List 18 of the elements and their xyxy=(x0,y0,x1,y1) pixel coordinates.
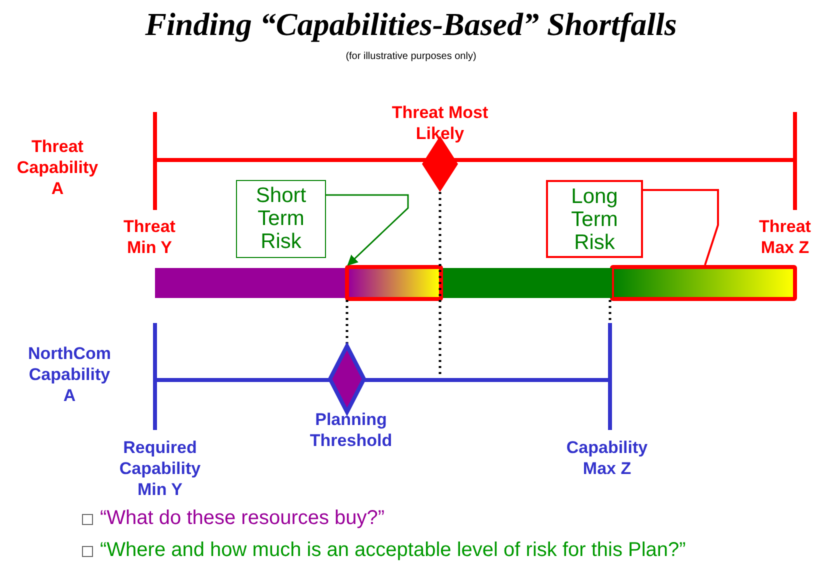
axis-label: Capability Max Z xyxy=(565,437,649,479)
bullet-text: “What do these resources buy?” xyxy=(100,508,385,529)
axis-label: Threat Max Z xyxy=(758,216,812,258)
axis-label: Planning Threshold xyxy=(308,409,394,451)
title: Finding “Capabilities-Based” Shortfalls xyxy=(144,6,678,43)
bullet-text: “Where and how much is an acceptable level of risk for this Plan?” xyxy=(100,540,686,561)
axis-label: Threat Most Likely xyxy=(390,102,490,144)
risk-bar-segment xyxy=(345,265,443,301)
risk-bar-segment xyxy=(610,265,797,301)
axis-label: NorthCom Capability A xyxy=(26,343,112,406)
risk-callout-box: Long Term Risk xyxy=(546,180,643,258)
axis-label: Threat Capability A xyxy=(16,136,100,199)
subtitle: (for illustrative purposes only) xyxy=(344,50,478,64)
risk-callout-box: Short Term Risk xyxy=(236,180,326,258)
leader-line xyxy=(643,189,719,266)
axis-label: Required Capability Min Y xyxy=(118,437,202,500)
arrow xyxy=(326,194,409,266)
axis-label: Threat Min Y xyxy=(122,216,176,258)
